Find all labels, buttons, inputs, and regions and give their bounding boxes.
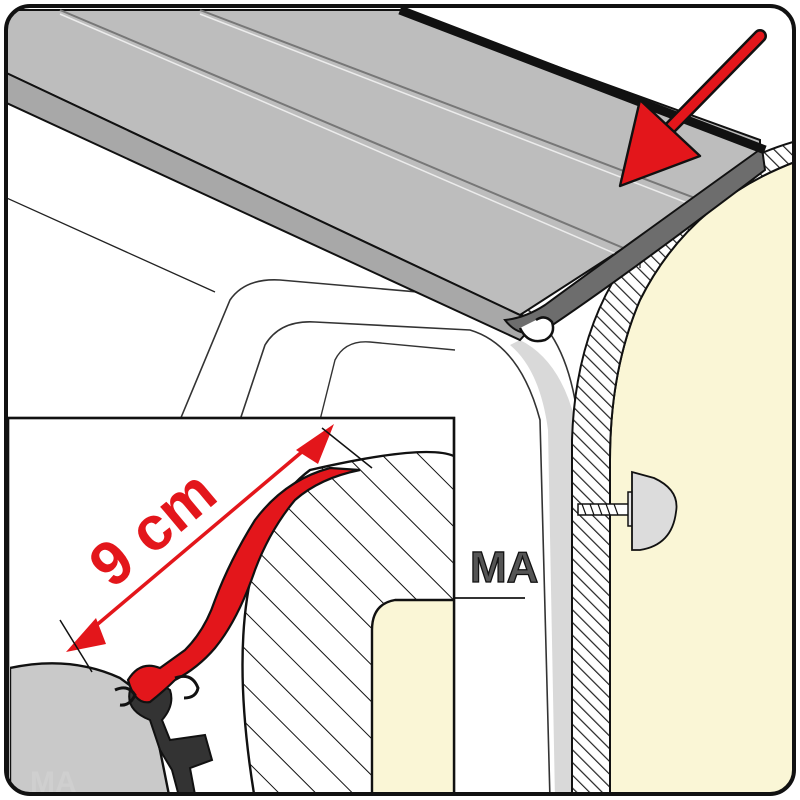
brand-logo-main: MA xyxy=(470,543,538,592)
rail-groove-1-shadow xyxy=(59,13,631,261)
bolt-icon xyxy=(577,470,678,551)
wall-line xyxy=(6,194,216,293)
detail-inset: MA xyxy=(6,416,456,799)
rail-keder-hook xyxy=(518,316,555,343)
outer-frame xyxy=(4,4,796,796)
awning-case-inner-outline xyxy=(239,321,551,794)
brand-logo-inset: MA xyxy=(30,766,77,799)
rail-top-edge xyxy=(398,6,767,155)
inset-small-hook xyxy=(114,686,137,707)
inset-keder-strip-red xyxy=(126,466,361,704)
red-arrow-icon xyxy=(618,29,767,188)
double-headed-arrow-icon xyxy=(59,424,373,673)
inset-wall-panel-cream xyxy=(370,598,454,794)
awning-case-inner-line xyxy=(319,341,456,421)
inset-keder-hook xyxy=(174,674,200,700)
case-shading xyxy=(510,340,580,794)
rail-groove-2-shadow xyxy=(199,13,691,205)
